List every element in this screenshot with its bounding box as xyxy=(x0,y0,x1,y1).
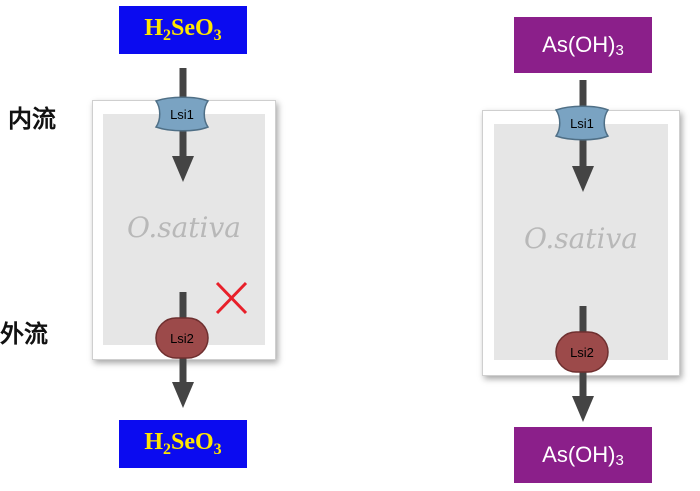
arsenite-bottom-label: As(OH)3 xyxy=(542,441,624,469)
selenite-top-label: H2SeO3 xyxy=(144,15,222,44)
selenite-bottom-label: H2SeO3 xyxy=(144,429,222,458)
selenite-bottom-box: H2SeO3 xyxy=(119,420,247,468)
lsi2-transporter-left: Lsi2 xyxy=(155,317,209,359)
species-label-left: O.sativa xyxy=(127,211,241,244)
efflux-label: 外流 xyxy=(0,320,48,348)
arsenite-top-box: As(OH)3 xyxy=(514,17,652,73)
selenite-top-box: H2SeO3 xyxy=(119,6,247,54)
lsi2-label-right: Lsi2 xyxy=(570,345,594,360)
lsi1-transporter-left: Lsi1 xyxy=(154,96,210,132)
lsi2-label-left: Lsi2 xyxy=(170,331,194,346)
influx-label: 内流 xyxy=(8,105,56,133)
lsi1-transporter-right: Lsi1 xyxy=(554,105,610,141)
lsi1-label-right: Lsi1 xyxy=(570,116,594,131)
lsi2-transporter-right: Lsi2 xyxy=(555,331,609,373)
lsi1-label-left: Lsi1 xyxy=(170,107,194,122)
arsenite-top-label: As(OH)3 xyxy=(542,31,624,59)
species-label-right: O.sativa xyxy=(524,222,638,255)
efflux-blocked-x-icon xyxy=(215,281,248,315)
right-transport-diagram: Lsi1 Lsi2 xyxy=(554,80,610,422)
left-transport-diagram: Lsi1 Lsi2 xyxy=(154,68,248,408)
arsenite-bottom-box: As(OH)3 xyxy=(514,427,652,483)
